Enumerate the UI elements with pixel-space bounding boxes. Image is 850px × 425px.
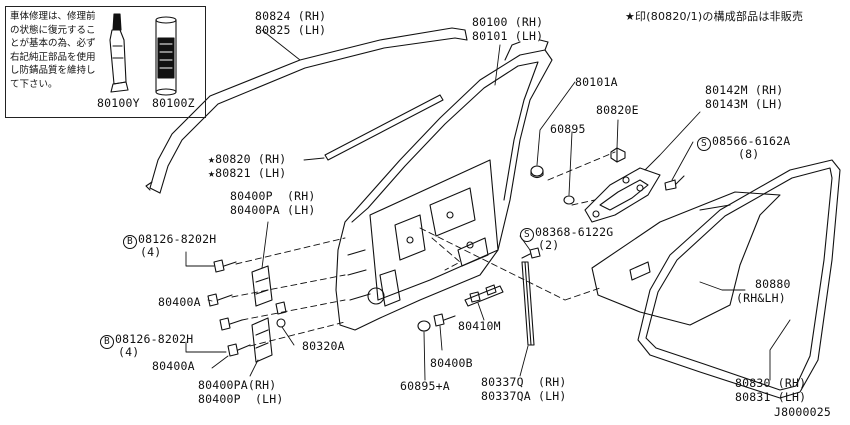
- callout-inner-molding-rh: ★80820 (RH): [208, 152, 287, 166]
- callout-bolt-upper-number: 08126-8202H: [138, 232, 217, 246]
- bolt-b-part: [433, 313, 456, 327]
- callout-cap-a: 60895+A: [400, 379, 450, 393]
- door-panel-part: [335, 39, 553, 331]
- bolt-marker-icon: B: [123, 235, 137, 249]
- bolt-marker-icon: B: [100, 335, 114, 349]
- assembly-lines: [231, 151, 616, 347]
- upper-hinge-part: [251, 265, 273, 307]
- callout-bolt-upper-qty: (4): [140, 245, 162, 259]
- callout-door-panel-lh: 80101 (LH): [472, 29, 544, 43]
- callout-sash-channel-rh: 80337Q (RH): [481, 375, 567, 389]
- sash-channel-part: [521, 261, 535, 346]
- callout-bolt-lower-qty: (4): [118, 345, 140, 359]
- callout-screw-8368-number: 08368-6122G: [535, 225, 614, 239]
- bolt-upper-part: [207, 259, 237, 307]
- callout-upper-hinge-lh: 80400PA (LH): [230, 203, 316, 217]
- screw-marker-icon: S: [697, 137, 711, 151]
- lower-hinge-part: [251, 317, 273, 363]
- callout-bolt-b: 80400B: [430, 356, 473, 370]
- kit-label-can: 80100Z: [152, 96, 195, 110]
- callout-bolt-lower-number: 08126-8202H: [115, 332, 194, 346]
- not-sold-notice: ★印(80820/1)の構成部品は非販売: [625, 10, 804, 23]
- callout-cap: 60895: [550, 122, 586, 136]
- callout-upper-hinge-rh: 80400P (RH): [230, 189, 316, 203]
- callout-screw-8566-qty: (8): [738, 147, 760, 161]
- callout-screw-8566-number: 08566-6162A: [712, 134, 791, 148]
- spray-can-icon: [155, 16, 177, 96]
- bracket-e-part: [610, 147, 626, 163]
- repair-notice-text: 車体修理は、修理前の状態に復元することが基本の為、必ず右記純正部品を使用し防錆品…: [10, 11, 96, 90]
- sealing-screen-part: [591, 191, 781, 326]
- callout-check-link-rh: 80142M (RH): [705, 83, 784, 97]
- callout-inner-molding-lh: ★80821 (LH): [208, 166, 287, 180]
- callout-bracket-e: 80820E: [596, 103, 639, 117]
- sealant-tube-icon: [109, 13, 129, 93]
- bolt-lower-part: [219, 317, 251, 357]
- callout-door-check: 80410M: [458, 319, 501, 333]
- plug-part: [530, 165, 544, 179]
- cap-a-part: [417, 320, 431, 332]
- pin-part: [275, 301, 287, 328]
- callout-screw-8368-qty: (2): [538, 238, 560, 252]
- callout-weatherstrip-rh: 80830 (RH): [735, 376, 807, 390]
- kit-label-tube: 80100Y: [97, 96, 140, 110]
- door-check-part: [464, 284, 504, 307]
- callout-lower-hinge-rh: 80400PA(RH): [198, 378, 277, 392]
- callout-sash-molding-lh: 80825 (LH): [255, 23, 327, 37]
- callout-sash-molding-rh: 80824 (RH): [255, 9, 327, 23]
- sash-molding-part: [145, 27, 468, 194]
- screw-marker-icon: S: [520, 228, 534, 242]
- callout-plug: 80101A: [575, 75, 618, 89]
- screw-8368-part: [521, 247, 541, 259]
- callout-sealing-screen-note: (RH&LH): [736, 291, 786, 305]
- callout-lower-hinge-lh: 80400P (LH): [198, 392, 284, 406]
- cap-part: [563, 195, 575, 205]
- callout-pin: 80320A: [302, 339, 345, 353]
- callout-check-link-lh: 80143M (LH): [705, 97, 784, 111]
- drawing-id: J8000025: [774, 405, 831, 419]
- callout-hinge-a-upper: 80400A: [158, 295, 201, 309]
- weatherstrip-part: [637, 159, 841, 399]
- repair-note-box: 車体修理は、修理前の状態に復元することが基本の為、必ず右記純正部品を使用し防錆品…: [5, 6, 206, 118]
- callout-sealing-screen: 80880: [755, 277, 791, 291]
- callout-hinge-a-lower: 80400A: [152, 359, 195, 373]
- callout-weatherstrip-lh: 80831 (LH): [735, 390, 807, 404]
- callout-door-panel-rh: 80100 (RH): [472, 15, 544, 29]
- screw-8566-part: [664, 175, 685, 191]
- check-link-part: [584, 167, 661, 223]
- inner-molding-part: [324, 94, 444, 161]
- callout-sash-channel-lh: 80337QA (LH): [481, 389, 567, 403]
